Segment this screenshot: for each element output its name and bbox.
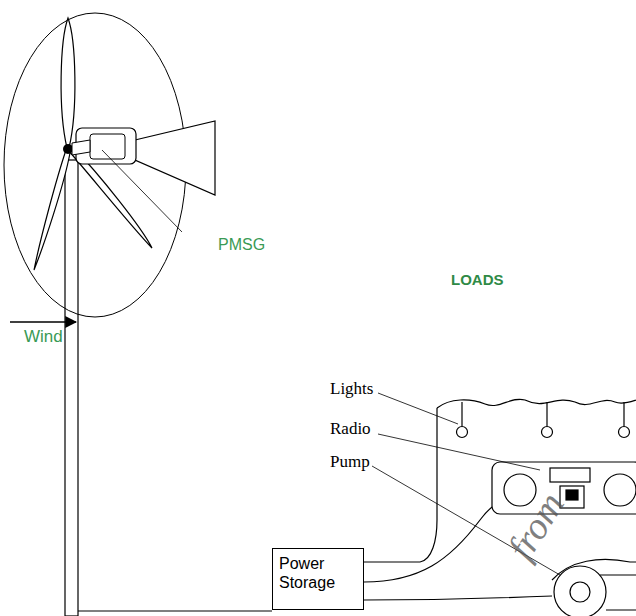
light-string [437,399,636,437]
storage-box: Power Storage [272,548,364,610]
box-text: Power Storage [279,554,357,592]
load-label: Lights [330,380,373,399]
tail-vane [135,121,215,195]
load-wires [364,408,552,600]
component-label: PMSG [218,236,265,254]
pump [552,559,636,616]
wind-arrow [10,321,76,323]
section-heading: LOADS [451,272,504,289]
wind-label: Wind [24,328,63,347]
rotor-blades [34,18,152,270]
tower-pole [65,160,78,616]
load-label: Radio [330,420,371,439]
load-label: Pump [330,453,370,472]
wire [78,610,272,611]
leader-line [102,150,182,232]
